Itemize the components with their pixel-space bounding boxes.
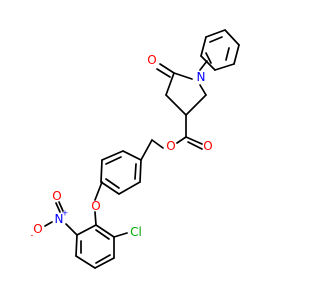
charge-negative: - xyxy=(31,231,34,240)
bond xyxy=(100,181,120,195)
phenyl-ring xyxy=(200,29,240,71)
atom-cl: Cl xyxy=(130,225,142,239)
bond xyxy=(101,150,124,161)
bond xyxy=(140,139,153,161)
bond xyxy=(94,211,97,226)
charge-positive: + xyxy=(62,209,69,218)
bond xyxy=(75,255,96,269)
bond xyxy=(95,224,115,238)
bond xyxy=(65,223,78,236)
bond xyxy=(156,68,171,78)
bond xyxy=(94,181,103,201)
atom-labels: O N O O O N + O O - Cl xyxy=(31,53,213,240)
molecule-diagram: O N O O O N + O O - Cl xyxy=(30,29,240,269)
bond xyxy=(118,181,141,195)
bond xyxy=(95,229,110,240)
atom-o-ester-link: O xyxy=(166,139,175,153)
bond xyxy=(151,139,164,149)
bond xyxy=(209,36,223,43)
atom-o-ester-carbonyl: O xyxy=(203,139,212,153)
bond xyxy=(187,141,203,150)
bond xyxy=(75,234,78,257)
bond xyxy=(105,156,122,165)
bond xyxy=(224,29,240,46)
atom-o-nitro-double: O xyxy=(52,189,61,203)
bond xyxy=(205,29,226,38)
bond xyxy=(165,94,187,116)
bond xyxy=(199,60,208,71)
bond xyxy=(176,136,187,144)
bond xyxy=(159,63,175,74)
bond xyxy=(134,163,137,180)
central-benzene-ring xyxy=(100,150,142,195)
atom-o-ether: O xyxy=(91,199,100,213)
bond xyxy=(165,72,175,96)
bond xyxy=(200,55,216,71)
bond xyxy=(225,47,230,61)
bond xyxy=(233,44,240,65)
atom-o-ketone: O xyxy=(147,53,156,67)
bond xyxy=(44,221,53,227)
bond xyxy=(58,201,64,212)
bond xyxy=(105,178,120,189)
bond xyxy=(199,84,207,96)
structure-svg: O N O O O N + O O - Cl xyxy=(31,29,240,269)
chloronitrobenzene-ring xyxy=(75,224,115,269)
bond xyxy=(173,72,193,80)
bond xyxy=(113,232,128,238)
bond xyxy=(100,159,103,183)
bond xyxy=(95,254,111,264)
bond xyxy=(185,94,207,116)
bond xyxy=(55,202,61,213)
atom-n-nitro: N xyxy=(55,212,64,226)
bond xyxy=(185,136,203,145)
bond xyxy=(214,63,235,71)
atom-n-ring: N xyxy=(197,70,206,84)
pyrrolidinone-ring xyxy=(165,72,207,116)
atom-o-nitro-minus: O xyxy=(33,222,42,236)
bond xyxy=(122,150,142,161)
bond xyxy=(76,224,97,236)
bond xyxy=(200,36,207,57)
bond xyxy=(139,159,142,183)
bond xyxy=(94,257,115,269)
bond xyxy=(205,52,212,64)
